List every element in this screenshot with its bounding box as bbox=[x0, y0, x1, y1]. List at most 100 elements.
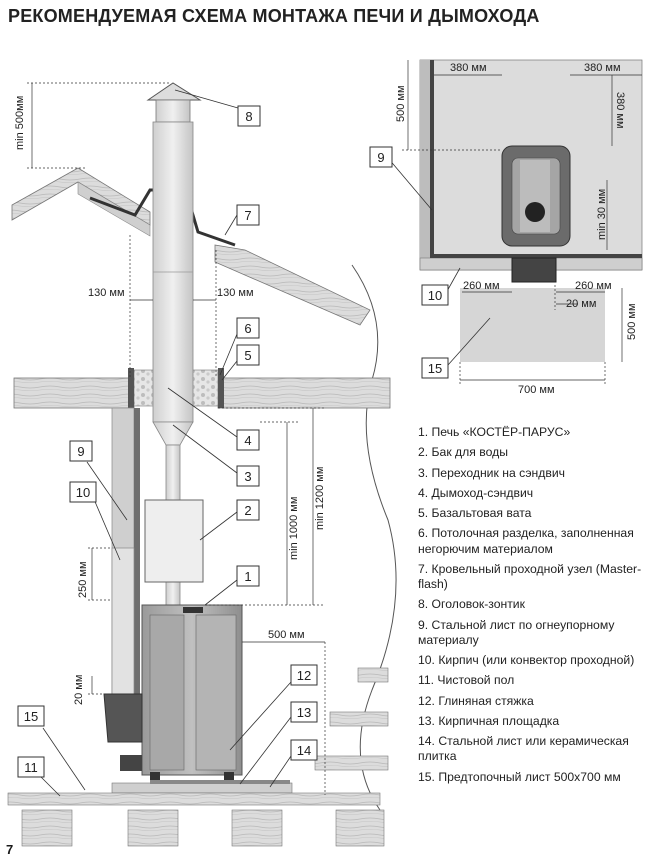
plan-steel-sheet-bottom bbox=[430, 254, 642, 258]
callout-15: 15 bbox=[17, 705, 45, 727]
ash-pan bbox=[120, 755, 142, 771]
dim-gap-left: 130 мм bbox=[88, 287, 125, 299]
svg-text:15: 15 bbox=[24, 709, 38, 724]
svg-text:15: 15 bbox=[428, 361, 442, 376]
svg-text:3: 3 bbox=[244, 469, 251, 484]
callout-7: 7 bbox=[236, 204, 260, 226]
callout-9: 9 bbox=[69, 440, 93, 462]
dim-gap-right: 130 мм bbox=[217, 287, 254, 299]
legend-item: 13. Кирпичная площадка bbox=[418, 713, 560, 728]
callout-leaders bbox=[39, 89, 292, 797]
water-tank bbox=[144, 499, 204, 583]
callout-11: 11 bbox=[17, 756, 45, 778]
legend-item: 7. Кровельный проходной узел (Master-fla… bbox=[418, 561, 642, 591]
legend-item: 3. Переходник на сэндвич bbox=[418, 465, 566, 480]
legend-list: 1. Печь «КОСТЁР-ПАРУС» 2. Бак для воды 3… bbox=[418, 425, 658, 790]
svg-text:6: 6 bbox=[244, 321, 251, 336]
plan-steel-sheet-left bbox=[430, 60, 434, 260]
plan-dim-top-500: 500 мм bbox=[395, 85, 407, 122]
chimney-cap bbox=[146, 82, 202, 101]
legend-item: 1. Печь «КОСТЁР-ПАРУС» bbox=[418, 425, 571, 439]
callout-10: 10 bbox=[69, 481, 97, 503]
legend-item: 12. Глиняная стяжка bbox=[418, 693, 534, 708]
legend-item: 14. Стальной лист или керамическая плитк… bbox=[418, 734, 629, 764]
plan-dim-right-260: 260 мм bbox=[575, 280, 612, 292]
plan-dim-gap-20: 20 мм bbox=[566, 298, 596, 310]
plan-dim-min-30: min 30 мм bbox=[596, 189, 608, 240]
callout-8: 8 bbox=[237, 105, 261, 127]
svg-text:5: 5 bbox=[244, 348, 251, 363]
svg-text:13: 13 bbox=[297, 705, 311, 720]
roof-flashing bbox=[89, 188, 155, 217]
svg-text:11: 11 bbox=[24, 760, 38, 775]
roof-flashing-right bbox=[188, 204, 236, 247]
svg-text:10: 10 bbox=[428, 288, 442, 303]
legend-item: 9. Стальной лист по огнеупорному материа… bbox=[418, 617, 615, 647]
legend-item: 10. Кирпич (или конвектор проходной) bbox=[418, 653, 635, 667]
svg-text:9: 9 bbox=[377, 150, 384, 165]
dim-stove-side: 500 мм bbox=[268, 629, 305, 641]
plan-dim-right-380: 380 мм bbox=[584, 62, 621, 74]
callout-13: 13 bbox=[290, 701, 318, 723]
legend-item: 6. Потолочная разделка, заполненная него… bbox=[418, 526, 634, 556]
svg-text:9: 9 bbox=[77, 444, 84, 459]
callout-14: 14 bbox=[290, 739, 318, 761]
svg-text:8: 8 bbox=[245, 109, 252, 124]
page-title: РЕКОМЕНДУЕМАЯ СХЕМА МОНТАЖА ПЕЧИ И ДЫМОХ… bbox=[8, 6, 540, 26]
plan-dim-sheet-700: 700 мм bbox=[518, 384, 555, 396]
steel-plate bbox=[150, 780, 290, 784]
plan-callout-10: 10 bbox=[421, 284, 449, 306]
plan-flue-hole bbox=[525, 202, 545, 222]
legend-item: 15. Предтопочный лист 500х700 мм bbox=[418, 769, 621, 784]
callout-1: 1 bbox=[236, 565, 260, 587]
dim-chimney-1200: min 1200 мм bbox=[314, 467, 326, 530]
plan-dimension-lines bbox=[402, 60, 642, 384]
page-number: 7 bbox=[6, 842, 14, 857]
svg-text:7: 7 bbox=[244, 208, 251, 223]
legend-item: 11. Чистовой пол bbox=[418, 673, 515, 688]
callout-4: 4 bbox=[236, 429, 260, 451]
main-dimension-lines bbox=[27, 82, 326, 795]
legend-item: 8. Оголовок-зонтик bbox=[418, 597, 525, 612]
svg-text:14: 14 bbox=[297, 743, 311, 758]
brick-platform bbox=[111, 782, 293, 794]
legend-item: 5. Базальтовая вата bbox=[418, 506, 532, 520]
svg-text:4: 4 bbox=[244, 433, 251, 448]
plan-dim-sheet-500: 500 мм bbox=[626, 303, 638, 340]
plan-fire-door bbox=[511, 257, 557, 283]
main-callouts: 8 7 6 5 4 3 2 1 9 10 12 13 14 15 11 bbox=[17, 105, 318, 778]
dim-roof-min: min 500мм bbox=[14, 96, 26, 150]
callout-12: 12 bbox=[290, 664, 318, 686]
dim-floor-20: 20 мм bbox=[73, 675, 85, 705]
plan-callouts: 9 10 15 bbox=[369, 146, 449, 379]
basalt-wool-right bbox=[218, 368, 224, 408]
cut-line bbox=[351, 264, 397, 811]
floor-joists bbox=[21, 809, 385, 847]
svg-text:10: 10 bbox=[76, 485, 90, 500]
callout-5: 5 bbox=[236, 344, 260, 366]
plan-dim-left-380: 380 мм bbox=[450, 62, 487, 74]
ceiling-right bbox=[217, 377, 391, 409]
plan-view bbox=[419, 59, 643, 362]
bench bbox=[314, 667, 389, 771]
finish-floor bbox=[7, 792, 381, 806]
plan-callout-15: 15 bbox=[421, 357, 449, 379]
basalt-wool-left bbox=[128, 368, 134, 408]
svg-text:1: 1 bbox=[244, 569, 251, 584]
legend-item: 4. Дымоход-сэндвич bbox=[418, 485, 534, 500]
callout-3: 3 bbox=[236, 465, 260, 487]
svg-text:12: 12 bbox=[297, 668, 311, 683]
ceiling-left bbox=[13, 377, 135, 409]
callout-6: 6 bbox=[236, 317, 260, 339]
callout-2: 2 bbox=[236, 499, 260, 521]
plan-callout-9: 9 bbox=[369, 146, 393, 168]
plan-dim-left-260: 260 мм bbox=[463, 280, 500, 292]
legend-item: 2. Бак для воды bbox=[418, 445, 508, 460]
fire-door bbox=[103, 693, 143, 743]
plan-dim-back-380: 380 мм bbox=[614, 92, 626, 129]
cap-support bbox=[155, 99, 191, 123]
roof bbox=[11, 167, 371, 326]
svg-text:2: 2 bbox=[244, 503, 251, 518]
dim-chimney-1000: min 1000 мм bbox=[288, 497, 300, 560]
